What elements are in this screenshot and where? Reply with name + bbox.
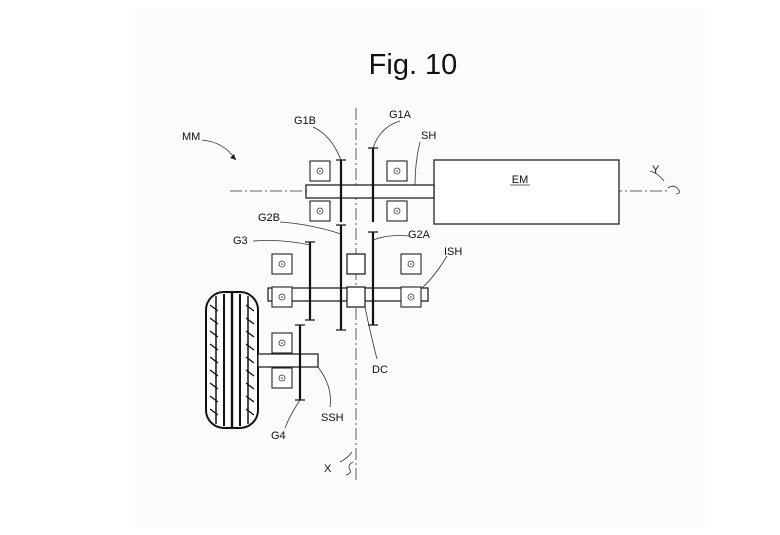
bearing-ish-bottom-left <box>271 286 293 308</box>
arrow-mm <box>230 154 236 160</box>
label-sh: SH <box>421 130 436 142</box>
leader-g2a <box>372 235 410 241</box>
label-ssh: SSH <box>321 412 344 424</box>
bearing-sh-top-left <box>309 160 331 182</box>
bearing-sh-bottom-left <box>309 200 331 222</box>
bearing-sh-bottom-right <box>386 200 408 222</box>
axis-y-tail <box>667 185 680 195</box>
figure-title: Fig. 10 <box>369 49 458 81</box>
bearing-ssh-bottom <box>271 367 293 389</box>
leader-x <box>339 451 353 463</box>
label-g1a: G1A <box>389 109 412 121</box>
label-g3: G3 <box>233 235 248 247</box>
label-g4: G4 <box>271 430 286 442</box>
leader-ish <box>421 255 448 289</box>
leader-g1b <box>312 126 342 161</box>
label-y: Y <box>652 164 660 176</box>
label-x: X <box>324 463 332 475</box>
leader-dc <box>364 306 378 360</box>
differential-dc-lower <box>346 286 366 308</box>
label-g2a: G2A <box>408 229 431 241</box>
leader-g1a <box>372 120 401 149</box>
label-em: EM <box>512 174 529 186</box>
differential-dc-upper <box>346 253 366 275</box>
label-g1b: G1B <box>294 115 316 127</box>
label-g2b: G2B <box>258 212 280 224</box>
leader-sh <box>414 141 421 186</box>
leader-g3 <box>252 240 311 246</box>
motor-shaft-sh <box>305 184 435 199</box>
label-mm: MM <box>182 131 200 143</box>
bearing-ssh-top <box>271 332 293 354</box>
electric-motor-box <box>433 159 620 225</box>
leader-y <box>649 170 665 182</box>
bearing-ish-top-left <box>271 253 293 275</box>
label-ish: ISH <box>444 246 462 258</box>
bearing-sh-top-right <box>386 160 408 182</box>
axis-x-tail <box>345 461 354 476</box>
leader-g4 <box>284 399 301 429</box>
bearing-ish-bottom-right <box>400 286 422 308</box>
side-shaft-ssh <box>257 353 319 368</box>
bearing-ish-top-right <box>400 253 422 275</box>
label-dc: DC <box>372 364 388 376</box>
leader-g2b <box>279 221 342 235</box>
wheel-tire <box>205 291 259 429</box>
leader-ssh <box>317 366 331 408</box>
